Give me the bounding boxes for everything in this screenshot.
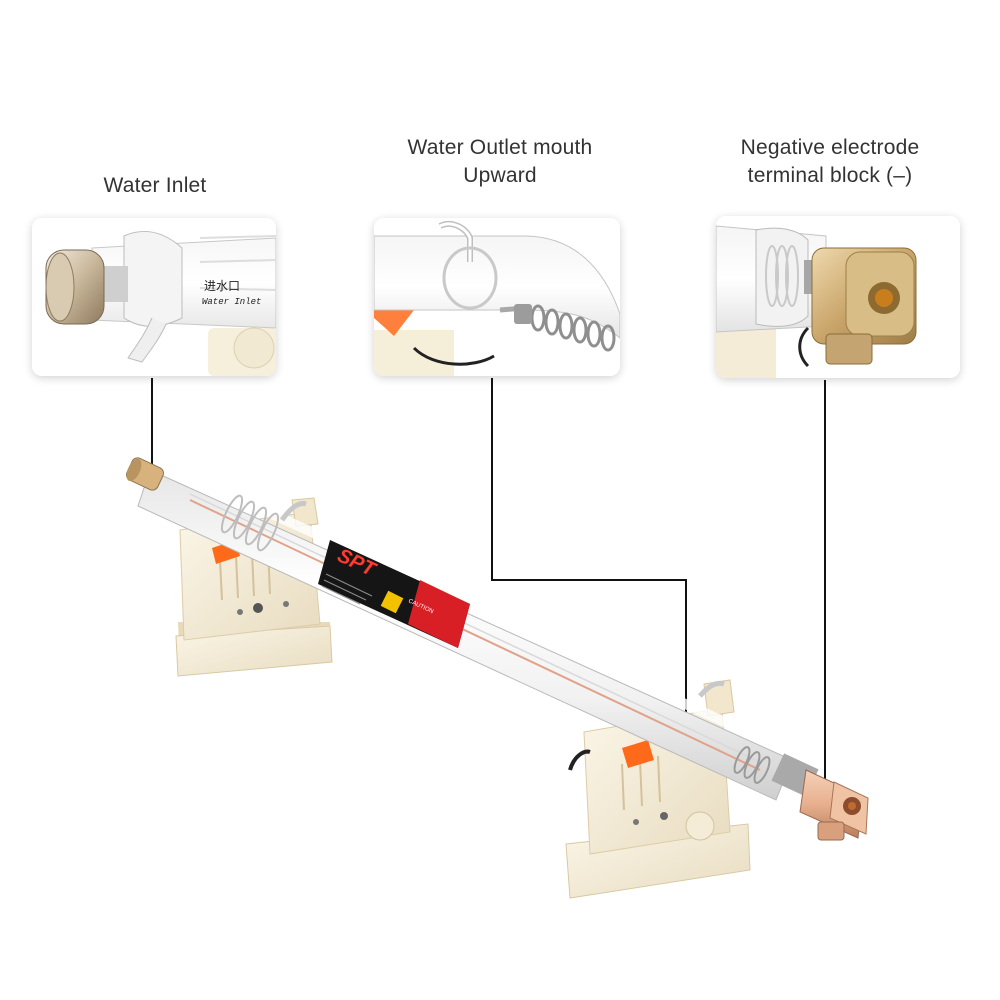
- right-mount: [565, 679, 751, 899]
- inlet-tube-english-label: Water Inlet: [202, 297, 261, 307]
- caption-negative-electrode: Negative electrode terminal block (–): [705, 134, 955, 190]
- caption-water-outlet-line2: Upward: [463, 164, 537, 187]
- inlet-tube-chinese-label: 进水口: [204, 279, 240, 293]
- caption-water-outlet-line1: Water Outlet mouth: [407, 136, 593, 159]
- caption-water-inlet-line1: Water Inlet: [103, 174, 207, 197]
- water-inlet-closeup-image: 进水口 Water Inlet: [32, 218, 276, 376]
- leader-line-water-outlet: [491, 378, 687, 744]
- water-outlet-closeup-image: [374, 218, 620, 376]
- caption-water-inlet: Water Inlet: [40, 172, 270, 200]
- detail-card-water-inlet: 进水口 Water Inlet: [32, 218, 276, 376]
- detail-card-negative-electrode: [716, 216, 960, 378]
- caption-negative-electrode-line1: Negative electrode: [740, 136, 920, 159]
- leader-lines: [151, 378, 826, 790]
- caption-negative-electrode-line2: terminal block (–): [747, 164, 913, 187]
- tube-label: SPT CAUTION: [318, 540, 470, 648]
- negative-electrode-closeup-image: [716, 216, 960, 378]
- negative-electrode-block: [799, 769, 869, 841]
- laser-tube: SPT CAUTION: [125, 457, 869, 841]
- caption-water-outlet: Water Outlet mouth Upward: [355, 134, 645, 190]
- detail-card-water-outlet: [374, 218, 620, 376]
